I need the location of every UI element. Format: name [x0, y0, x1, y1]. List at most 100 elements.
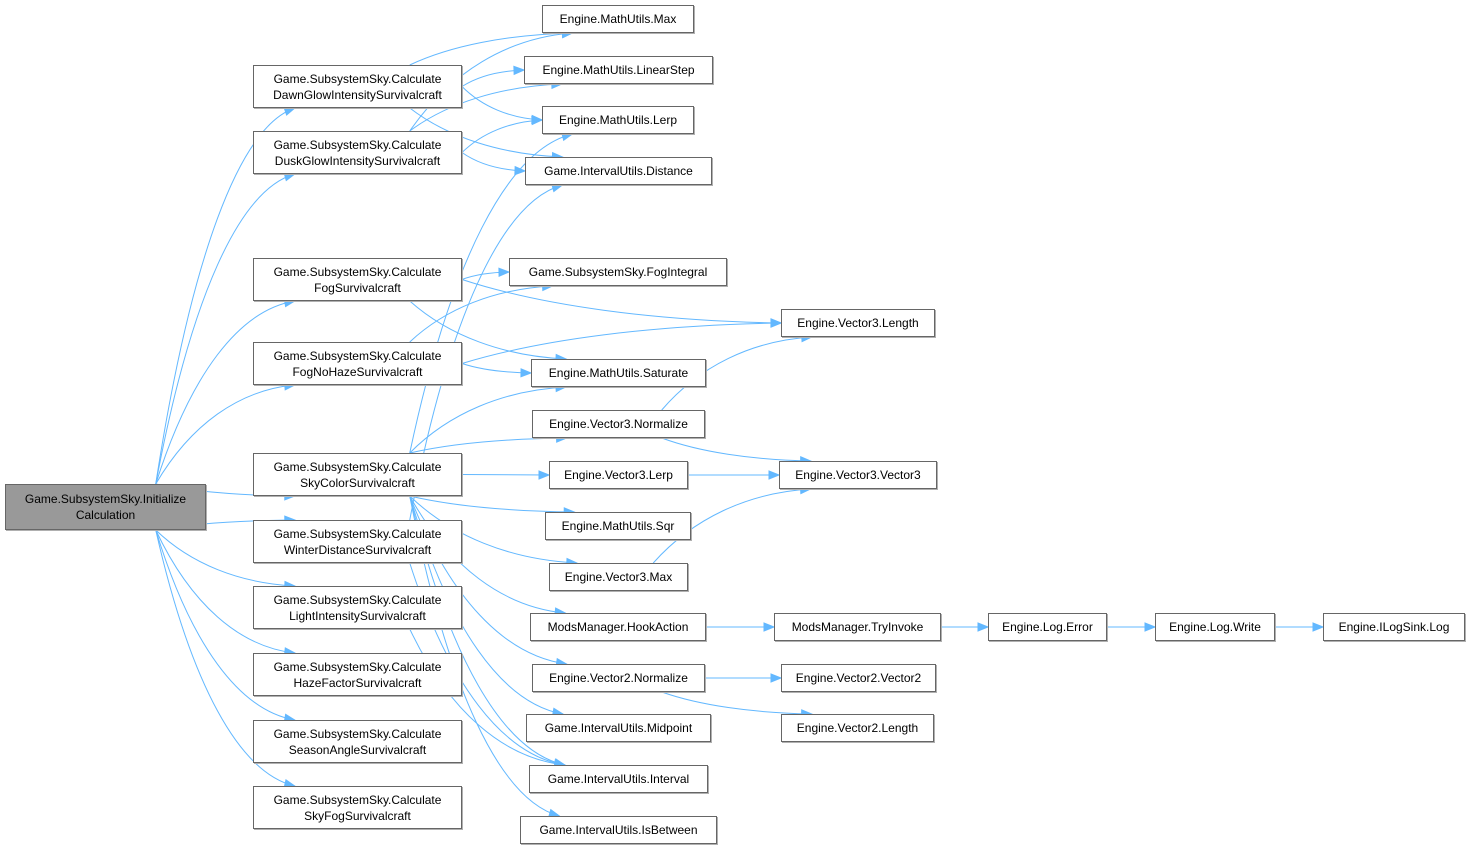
edge-skycolor-to-sqr: [409, 495, 575, 513]
arrowhead-icon: [283, 106, 297, 116]
node-label: Game.IntervalUtils.IsBetween: [539, 823, 698, 837]
node-label: Game.SubsystemSky.Calculate: [273, 137, 442, 152]
node-label: FogSurvivalcraft: [314, 280, 401, 295]
edge-skycolor-to-v3norm: [409, 437, 567, 454]
node-label: ModsManager.HookAction: [547, 620, 689, 634]
arrowhead-icon: [498, 267, 511, 277]
node-label: Engine.Vector3.Length: [797, 316, 919, 330]
edge-root-to-dawn: [155, 107, 295, 485]
node-label: Engine.Vector3.Lerp: [564, 468, 673, 482]
node-label: Engine.MathUtils.Lerp: [558, 113, 678, 127]
node-label: LightIntensitySurvivalcraft: [289, 608, 426, 623]
node-label: HazeFactorSurvivalcraft: [293, 675, 422, 690]
node-label: Engine.MathUtils.Max: [559, 12, 677, 26]
node-vector3-lerp[interactable]: Engine.Vector3.Lerp: [549, 461, 688, 489]
arrowhead-icon: [770, 318, 783, 328]
node-intervalutils-distance[interactable]: Game.IntervalUtils.Distance: [525, 157, 712, 185]
node-label: SeasonAngleSurvivalcraft: [288, 742, 427, 757]
node-log-write[interactable]: Engine.Log.Write: [1155, 613, 1275, 641]
arrowhead-icon: [538, 470, 551, 480]
node-mathutils-max[interactable]: Engine.MathUtils.Max: [542, 5, 694, 33]
node-vector2-length[interactable]: Engine.Vector2.Length: [781, 714, 934, 742]
node-label: Game.SubsystemSky.FogIntegral: [528, 265, 708, 279]
node-label: SkyColorSurvivalcraft: [300, 475, 415, 490]
node-intervalutils-isbetween[interactable]: Game.IntervalUtils.IsBetween: [520, 816, 717, 844]
edge-skycolor-to-v3lerp: [461, 474, 550, 476]
node-label: Engine.Log.Error: [1002, 620, 1093, 634]
edge-v3norm-to-v3v3: [661, 437, 811, 462]
edge-root-to-skyfog: [155, 529, 295, 787]
arrowhead-icon: [513, 65, 526, 76]
node-mathutils-sqr[interactable]: Engine.MathUtils.Sqr: [545, 512, 691, 540]
edge-dusk-to-mlerp: [461, 119, 543, 153]
node-label: SkyFogSurvivalcraft: [304, 808, 411, 823]
edge-root-to-fog: [155, 300, 295, 485]
node-log-error[interactable]: Engine.Log.Error: [988, 613, 1107, 641]
node-intervalutils-interval[interactable]: Game.IntervalUtils.Interval: [529, 765, 708, 793]
node-label: FogNoHazeSurvivalcraft: [292, 364, 423, 379]
node-label: Engine.Vector3.Normalize: [549, 417, 688, 431]
node-vector3-normalize[interactable]: Engine.Vector3.Normalize: [532, 410, 705, 438]
node-label: DuskGlowIntensitySurvivalcraft: [274, 153, 441, 168]
node-modsmanager-hookaction[interactable]: ModsManager.HookAction: [530, 613, 706, 641]
edge-root-to-dusk: [155, 173, 295, 485]
node-intervalutils-midpoint[interactable]: Game.IntervalUtils.Midpoint: [526, 714, 711, 742]
node-vector2-vector2[interactable]: Engine.Vector2.Vector2: [781, 664, 936, 692]
edge-fognohaze-to-v3len: [461, 322, 782, 364]
edge-fog-to-v3len: [461, 279, 782, 324]
edge-winter-to-idist: [409, 184, 563, 521]
node-vector2-normalize[interactable]: Engine.Vector2.Normalize: [532, 664, 705, 692]
node-label: DawnGlowIntensitySurvivalcraft: [273, 87, 442, 102]
node-label: Game.SubsystemSky.Calculate: [273, 592, 442, 607]
node-label: Engine.MathUtils.Sqr: [561, 519, 675, 533]
node-label: Engine.Vector2.Length: [796, 721, 919, 735]
node-label: ModsManager.TryInvoke: [791, 620, 924, 634]
edge-root-to-fognohaze: [155, 384, 295, 485]
arrowhead-icon: [763, 622, 776, 632]
node-label: Engine.MathUtils.LinearStep: [542, 63, 695, 77]
edge-root-to-season: [155, 529, 295, 721]
node-mathutils-linearstep[interactable]: Engine.MathUtils.LinearStep: [524, 56, 713, 84]
node-label: Game.SubsystemSky.Calculate: [273, 71, 442, 86]
edge-skycolor-to-sat: [409, 386, 567, 454]
node-label: Engine.Log.Write: [1169, 620, 1261, 634]
node-label: Engine.ILogSink.Log: [1338, 620, 1450, 634]
arrowhead-icon: [1312, 622, 1325, 632]
node-label: Game.SubsystemSky.Calculate: [273, 348, 442, 363]
node-label: Engine.MathUtils.Saturate: [548, 366, 689, 380]
edge-fog-to-sat: [409, 300, 567, 360]
node-fogintegral[interactable]: Game.SubsystemSky.FogIntegral: [509, 258, 727, 286]
node-vector3-length[interactable]: Engine.Vector3.Length: [781, 309, 935, 337]
edge-skycolor-to-ibetw: [409, 495, 560, 817]
node-label: Engine.Vector2.Vector2: [795, 671, 922, 685]
node-mathutils-lerp[interactable]: Engine.MathUtils.Lerp: [542, 106, 694, 134]
node-ilogsink-log[interactable]: Engine.ILogSink.Log: [1323, 613, 1465, 641]
node-vector3-vector3[interactable]: Engine.Vector3.Vector3: [779, 461, 937, 489]
arrowhead-icon: [977, 622, 990, 632]
node-label: Game.SubsystemSky.Calculate: [273, 659, 442, 674]
edge-v3max-to-v3v3: [652, 488, 811, 564]
arrowhead-icon: [1144, 622, 1157, 632]
node-label: Engine.Vector2.Normalize: [549, 671, 688, 685]
edge-root-to-haze: [155, 529, 295, 654]
node-label: Game.IntervalUtils.Interval: [547, 772, 690, 786]
node-label: Game.SubsystemSky.Calculate: [273, 726, 442, 741]
node-modsmanager-tryinvoke[interactable]: ModsManager.TryInvoke: [774, 613, 941, 641]
arrowhead-icon: [768, 470, 781, 480]
node-label: Engine.Vector3.Vector3: [795, 468, 921, 482]
node-vector3-max[interactable]: Engine.Vector3.Max: [549, 563, 688, 591]
node-mathutils-saturate[interactable]: Engine.MathUtils.Saturate: [531, 359, 706, 387]
node-label: Engine.Vector3.Max: [564, 570, 673, 584]
